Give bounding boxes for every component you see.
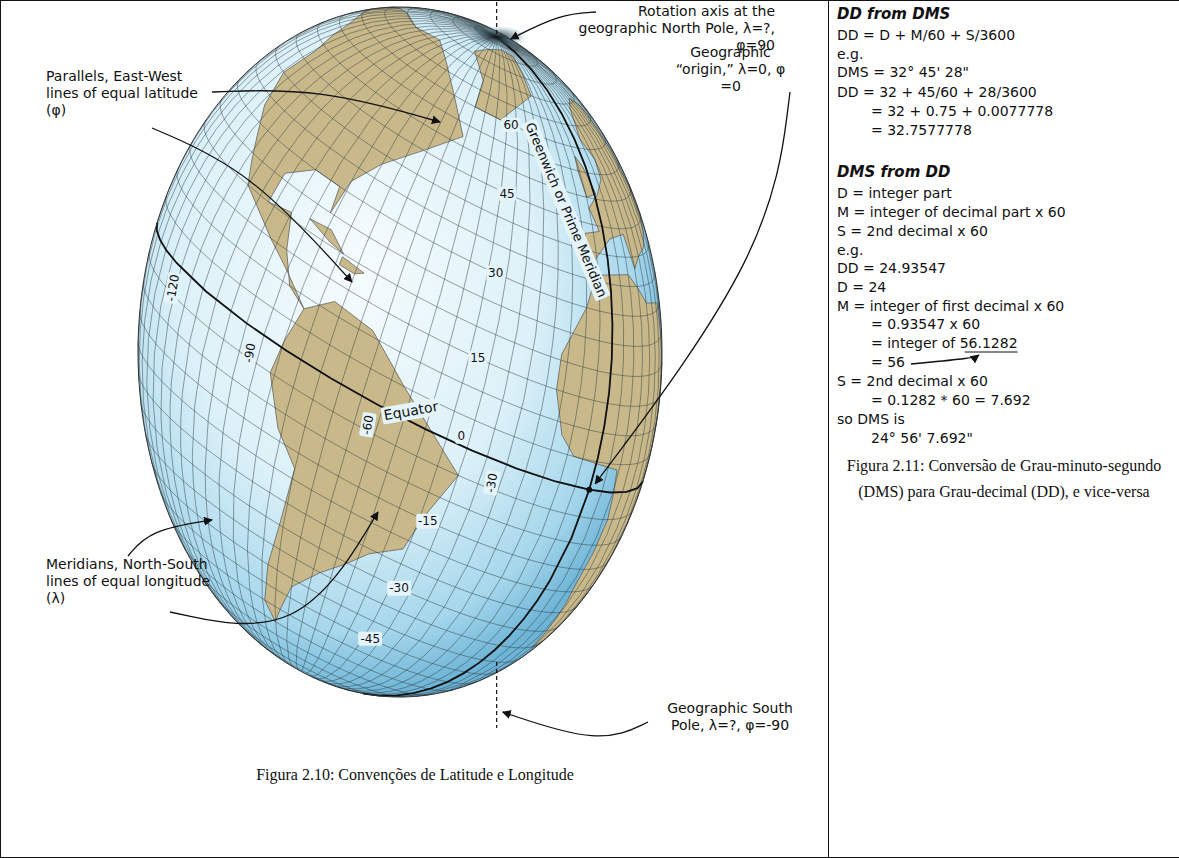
- formula-line: 24° 56' 7.692": [871, 429, 973, 447]
- callout-text: Geographic South Pole, λ=?, φ=-90: [650, 700, 810, 734]
- leader-arrow: [212, 91, 440, 122]
- graticule-number: 0: [456, 429, 468, 443]
- globe: [138, 7, 662, 697]
- formula-line: = 56: [871, 353, 905, 371]
- north-pole-mark: [467, 26, 527, 48]
- formula-line: M = integer of first decimal x 60: [837, 297, 1064, 315]
- formula-line: so DMS is: [837, 410, 905, 428]
- formula-line: DD = D + M/60 + S/3600: [837, 26, 1015, 44]
- underline: [965, 351, 1018, 352]
- formula-line: = 32.7577778: [871, 121, 972, 139]
- graticule-number: 45: [497, 186, 516, 200]
- graticule-number: -30: [387, 581, 411, 595]
- formula-line: S = 2nd decimal x 60: [837, 372, 988, 390]
- formula-line: e.g.: [837, 45, 863, 63]
- leader-arrow: [595, 92, 790, 484]
- ocean: [138, 7, 662, 697]
- equator-line: [157, 223, 643, 493]
- graticule: [138, 7, 662, 697]
- leader-arrow: [503, 712, 648, 736]
- landmass: [310, 219, 344, 254]
- formula-line: = 0.93547 x 60: [871, 315, 980, 333]
- pointer-arrow: [911, 355, 979, 364]
- globe-outline: [138, 7, 662, 697]
- rotation-axis: [496, 2, 497, 37]
- formula-line: DD = 24.93547: [837, 259, 946, 277]
- leader-arrow: [152, 128, 352, 282]
- panel: DD from DMSDD = D + M/60 + S/3600e.g.DMS…: [829, 0, 1179, 858]
- figure-caption: Figura 2.11: Conversão de Grau-minuto-se…: [839, 453, 1169, 505]
- callout-text: Parallels, East-West lines of equal lati…: [46, 68, 216, 118]
- graticule-number: -15: [416, 514, 440, 528]
- formula-line: = 32 + 0.75 + 0.0077778: [871, 102, 1053, 120]
- graticule-number: -45: [359, 632, 383, 646]
- leader-arrow: [128, 520, 212, 556]
- formula-line: D = 24: [837, 278, 886, 296]
- formula-line: S = 2nd decimal x 60: [837, 222, 988, 240]
- graticule-number: 60: [501, 117, 520, 131]
- formula-line: DD = 32 + 45/60 + 28/3600: [837, 83, 1037, 101]
- formula-line: DMS = 32° 45' 28": [837, 63, 969, 81]
- graticule-number: 15: [468, 351, 487, 365]
- section-heading: DMS from DD: [837, 163, 950, 181]
- landmass: [248, 7, 463, 309]
- rotation-axis: [496, 662, 497, 728]
- formula-line: M = integer of decimal part x 60: [837, 203, 1066, 221]
- formula-line: e.g.: [837, 241, 863, 259]
- origin-dot: [586, 487, 592, 493]
- graticule-number: 30: [486, 266, 505, 280]
- formula-line: D = integer part: [837, 184, 952, 202]
- section-heading: DD from DMS: [837, 5, 950, 23]
- callout-text: Geographic “origin,” λ=0, φ =0: [668, 44, 793, 94]
- formula-line: = 0.1282 * 60 = 7.692: [871, 391, 1031, 409]
- prime-meridian-line: [363, 37, 612, 696]
- figure-caption: Figura 2.10: Convenções de Latitude e Lo…: [1, 762, 829, 788]
- formula-line: = integer of 56.1282: [871, 334, 1018, 352]
- callout-text: Meridians, North-South lines of equal lo…: [46, 556, 211, 606]
